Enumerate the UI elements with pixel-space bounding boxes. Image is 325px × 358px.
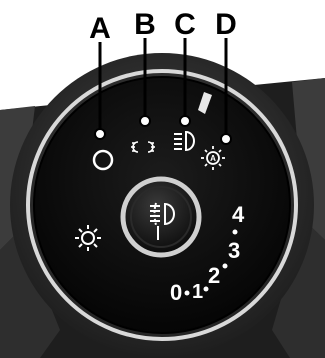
leader-dot-a [95, 129, 105, 139]
callout-c: C [174, 8, 196, 41]
scale-3: 3 [228, 238, 240, 263]
leader-dot-b [140, 116, 150, 126]
scale-1: 1 [192, 281, 203, 303]
scale-dot [223, 264, 228, 269]
leader-dot-c [180, 116, 190, 126]
callout-a: A [89, 12, 111, 45]
scale-dot [185, 291, 190, 296]
svg-text:A: A [210, 154, 216, 163]
scale-4: 4 [232, 202, 245, 227]
scale-2: 2 [208, 263, 220, 288]
callout-b: B [134, 8, 156, 41]
callout-d: D [215, 8, 237, 41]
leader-dot-d [221, 134, 231, 144]
fog-lamp-knob[interactable] [123, 179, 199, 255]
scale-0: 0 [170, 280, 182, 305]
scale-dot [233, 230, 238, 235]
